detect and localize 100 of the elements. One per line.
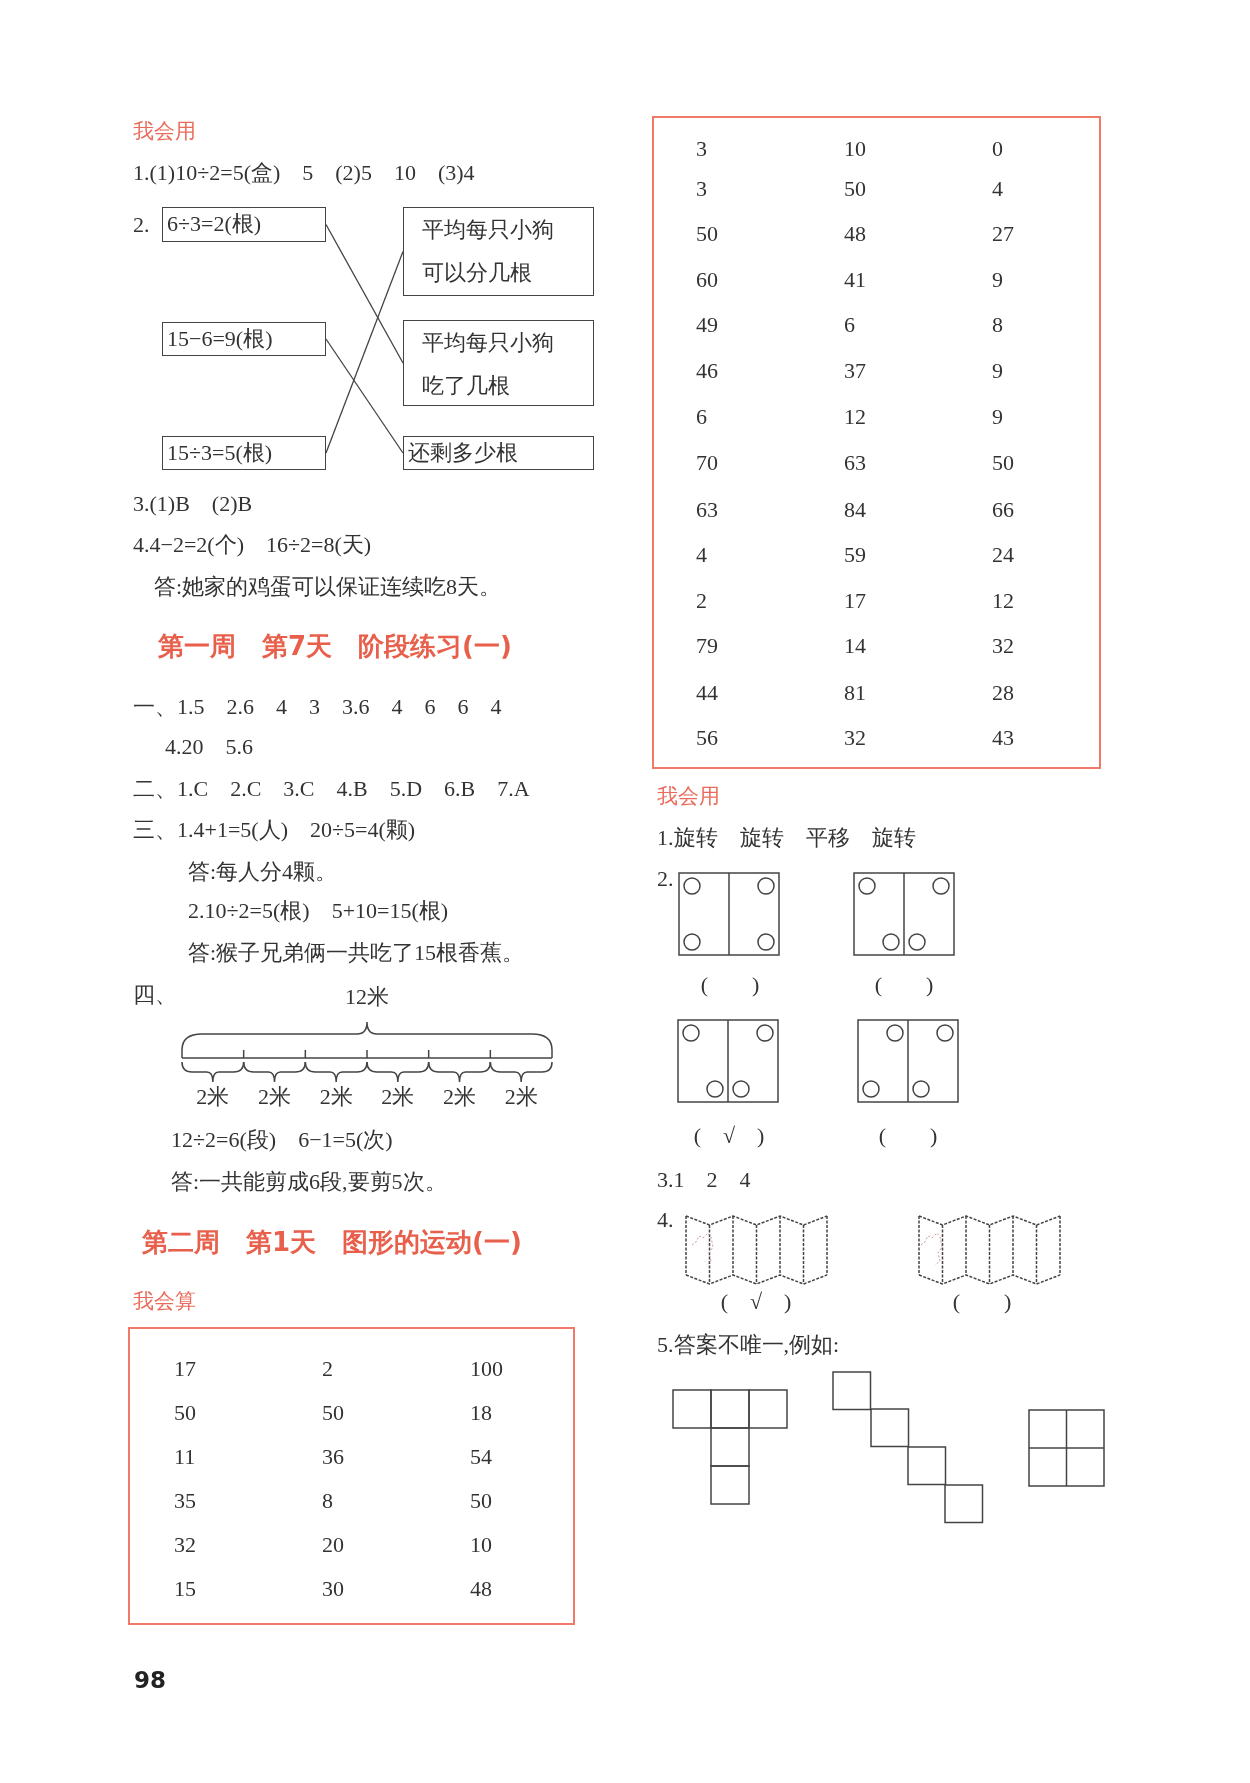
answer-number: 54 [470,1446,492,1468]
answer-number: 43 [992,727,1014,749]
match-box: 还剩多少根 [403,436,594,470]
answer-number: 9 [992,269,1003,291]
answer-parentheses: ( ) [952,1291,1012,1313]
answer-number: 30 [322,1578,344,1600]
match-box: 6÷3=2(根) [162,207,326,242]
answer-number: 15 [174,1578,196,1600]
answer-number: 84 [844,499,866,521]
answer-text: 一、1.5 2.6 4 3 3.6 4 6 6 4 [133,696,502,718]
answer-number: 50 [844,178,866,200]
page-number: 98 [134,1668,166,1692]
answer-number: 10 [470,1534,492,1556]
answer-number: 44 [696,682,718,704]
length-label: 2米 [504,1086,538,1108]
answer-number: 60 [696,269,718,291]
answer-number: 36 [322,1446,344,1468]
answer-number: 9 [992,360,1003,382]
answer-number: 8 [992,314,1003,336]
answer-number: 79 [696,635,718,657]
answer-number: 50 [470,1490,492,1512]
answer-number: 12 [992,590,1014,612]
answer-number: 48 [470,1578,492,1600]
answer-number: 9 [992,406,1003,428]
answer-parentheses: ( ) [878,1125,938,1147]
answer-number: 41 [844,269,866,291]
answer-number: 49 [696,314,718,336]
answer-number: 20 [322,1534,344,1556]
answer-number: 32 [174,1534,196,1556]
answer-number: 48 [844,223,866,245]
length-label: 2米 [381,1086,415,1108]
answer-text: 4.20 5.6 [165,736,253,758]
answer-text: 12÷2=6(段) 6−1=5(次) [171,1129,393,1151]
answer-number: 2 [322,1358,333,1380]
answer-number: 6 [696,406,707,428]
answer-text: 答:一共能剪成6段,要剪5次。 [171,1171,447,1193]
length-label: 2米 [196,1086,230,1108]
question-number: 2. [133,214,150,236]
answer-text: 答:猴子兄弟俩一共吃了15根香蕉。 [188,942,525,964]
answer-number: 35 [174,1490,196,1512]
answer-number: 50 [174,1402,196,1424]
answer-number: 8 [322,1490,333,1512]
answer-number: 10 [844,138,866,160]
answer-text: 答:每人分4颗。 [188,861,338,883]
answer-number: 6 [844,314,855,336]
answer-number: 100 [470,1358,503,1380]
matching-line [325,338,404,454]
answer-number: 4 [992,178,1003,200]
answer-parentheses: ( ) [874,974,934,996]
answer-number: 59 [844,544,866,566]
answer-number: 28 [992,682,1014,704]
answer-number: 2 [696,590,707,612]
answer-number: 24 [992,544,1014,566]
answer-text: 3.(1)B (2)B [133,493,253,515]
answer-number: 66 [992,499,1014,521]
length-label: 2米 [258,1086,291,1108]
question-number: 2. [657,868,674,890]
answer-number: 17 [844,590,866,612]
answer-number: 50 [992,452,1014,474]
answer-text: 答:她家的鸡蛋可以保证连续吃8天。 [154,576,502,598]
answer-number: 63 [844,452,866,474]
answer-parentheses: ( √ ) [720,1291,792,1313]
answer-number: 11 [174,1446,196,1468]
answer-parentheses: ( √ ) [693,1125,765,1147]
answer-text: 4.4−2=2(个) 16÷2=8(天) [133,534,372,556]
match-box: 平均每只小狗吃了几根 [403,320,594,406]
answer-number: 50 [696,223,718,245]
answer-number: 0 [992,138,1003,160]
answer-number: 14 [844,635,866,657]
length-label: 12米 [345,986,389,1008]
answer-number: 18 [470,1402,492,1424]
answer-number: 37 [844,360,866,382]
answer-number: 81 [844,682,866,704]
answer-text: 3.1 2 4 [657,1169,751,1191]
matching-line [325,250,404,454]
answer-number: 3 [696,178,707,200]
answer-text: 1.(1)10÷2=5(盒) 5 (2)5 10 (3)4 [133,162,475,184]
answer-number: 3 [696,138,707,160]
section-heading: 我会用 [657,785,720,807]
matching-line [325,223,404,364]
answer-number: 27 [992,223,1014,245]
answer-number: 63 [696,499,718,521]
length-label: 2米 [319,1086,353,1108]
answer-number: 56 [696,727,718,749]
match-box: 平均每只小狗可以分几根 [403,207,594,296]
answer-number: 17 [174,1358,196,1380]
answer-text: 5.答案不唯一,例如: [657,1334,840,1356]
answer-number: 50 [322,1402,344,1424]
question-number: 四、 [133,984,177,1006]
answer-number: 32 [844,727,866,749]
answer-parentheses: ( ) [700,974,760,996]
answer-number: 46 [696,360,718,382]
section-heading: 我会用 [133,120,196,142]
answer-number: 12 [844,406,866,428]
match-box: 15−6=9(根) [162,322,326,356]
section-heading: 我会算 [133,1290,196,1312]
answer-number: 70 [696,452,718,474]
answer-text: 三、1.4+1=5(人) 20÷5=4(颗) [133,819,416,841]
answer-number: 4 [696,544,707,566]
match-box: 15÷3=5(根) [162,436,326,470]
